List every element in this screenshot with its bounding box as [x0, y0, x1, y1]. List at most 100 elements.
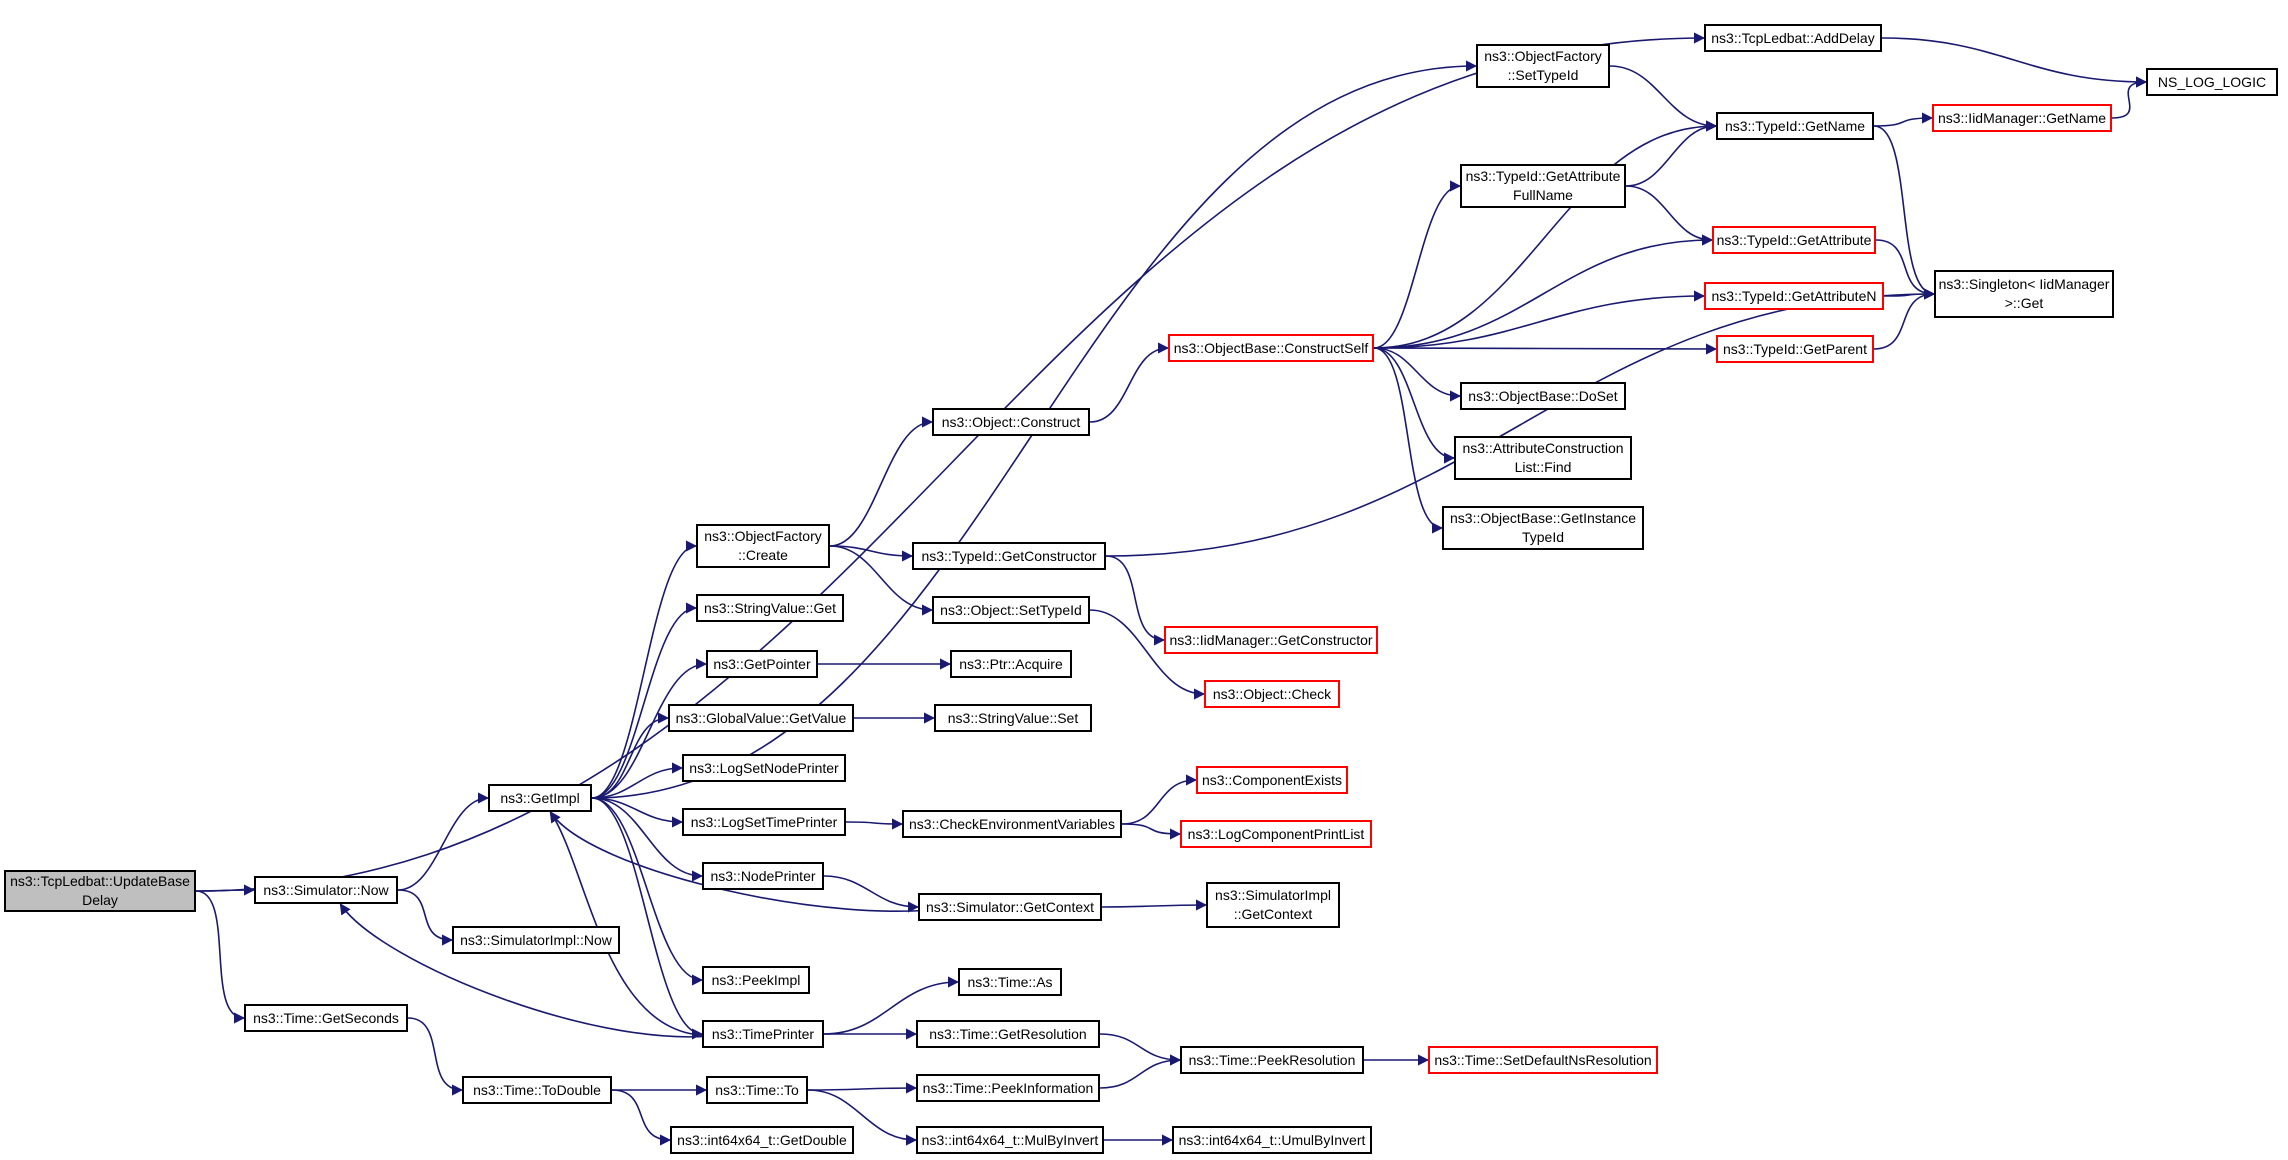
node-objsettypeid[interactable]: ns3::Object::SetTypeId [932, 596, 1090, 624]
edge-timegetres-to-peekres [1099, 1033, 1182, 1066]
node-objfactsettypeid[interactable]: ns3::ObjectFactory ::SetTypeId [1476, 44, 1610, 88]
node-singletonget[interactable]: ns3::Singleton< IidManager >::Get [1934, 270, 2114, 318]
node-mulbyinvert[interactable]: ns3::int64x64_t::MulByInvert [916, 1126, 1104, 1154]
node-tidgetparent[interactable]: ns3::TypeId::GetParent [1716, 335, 1874, 363]
node-tidgetattr[interactable]: ns3::TypeId::GetAttribute [1712, 226, 1876, 254]
edge-nodeprinter-to-simgetcontext [823, 875, 920, 913]
edge-getimpl-to-peekimpl [591, 797, 704, 986]
node-tidgetconstructor[interactable]: ns3::TypeId::GetConstructor [912, 542, 1106, 570]
node-constructself[interactable]: ns3::ObjectBase::ConstructSelf [1168, 334, 1374, 362]
node-attrconstfind[interactable]: ns3::AttributeConstruction List::Find [1454, 436, 1632, 480]
node-getseconds[interactable]: ns3::Time::GetSeconds [244, 1004, 408, 1032]
node-timeas[interactable]: ns3::Time::As [958, 968, 1062, 996]
edge-constructself-to-tidgetname [1373, 120, 1718, 349]
node-objconstruct[interactable]: ns3::Object::Construct [932, 408, 1090, 436]
edge-ofcreate-to-objconstruct [829, 416, 934, 547]
edge-simnow-to-getimpl [397, 792, 490, 891]
node-svget[interactable]: ns3::StringValue::Get [696, 594, 844, 622]
node-objcheck[interactable]: ns3::Object::Check [1204, 680, 1340, 708]
node-timeprinter[interactable]: ns3::TimePrinter [702, 1020, 824, 1048]
node-simgetcontext[interactable]: ns3::Simulator::GetContext [918, 893, 1102, 921]
edge-timeto-to-peekinfo [807, 1082, 918, 1094]
node-simimplnow[interactable]: ns3::SimulatorImpl::Now [452, 926, 620, 954]
node-tidgetattrn[interactable]: ns3::TypeId::GetAttributeN [1704, 282, 1884, 310]
edge-logtimeprinter-to-checkenv [845, 818, 904, 830]
node-ofcreate[interactable]: ns3::ObjectFactory ::Create [696, 524, 830, 568]
node-peekimpl[interactable]: ns3::PeekImpl [702, 966, 810, 994]
edge-simnow-to-simimplnow [397, 889, 454, 946]
edge-tidgetconstructor-to-iidgetconstructor [1105, 555, 1166, 646]
node-svset[interactable]: ns3::StringValue::Set [934, 704, 1092, 732]
edge-constructself-to-tidgetattrfull [1373, 180, 1462, 349]
node-setdefaultres[interactable]: ns3::Time::SetDefaultNsResolution [1428, 1046, 1658, 1074]
edge-getimpl-to-svget [591, 602, 698, 799]
edge-checkenv-to-logcompprint [1121, 823, 1182, 840]
edge-timeprinter-to-timeas [823, 976, 960, 1035]
edge-getimpl-to-timeprinter [591, 797, 704, 1040]
edge-getimpl-to-lognodeprinter [591, 762, 684, 799]
node-root[interactable]: ns3::TcpLedbat::UpdateBase Delay [4, 870, 196, 912]
edge-root-to-simnow [195, 884, 256, 896]
edge-adddelay-to-nslog [1881, 37, 2148, 88]
node-getpointer[interactable]: ns3::GetPointer [706, 650, 818, 678]
node-logcompprint[interactable]: ns3::LogComponentPrintList [1180, 820, 1372, 848]
edge-tidgetattr-to-singletonget [1875, 239, 1936, 300]
node-todouble[interactable]: ns3::Time::ToDouble [462, 1076, 612, 1104]
node-timeto[interactable]: ns3::Time::To [706, 1076, 808, 1104]
edge-objsettypeid-to-objcheck [1089, 609, 1206, 700]
node-tidgetattrfull[interactable]: ns3::TypeId::GetAttribute FullName [1460, 164, 1626, 208]
edge-timeprinter-to-getimpl [549, 811, 727, 1037]
edge-checkenv-to-compexists [1121, 774, 1198, 825]
edge-todouble-to-getdouble [611, 1089, 672, 1146]
node-simimplgetcontext[interactable]: ns3::SimulatorImpl ::GetContext [1206, 882, 1340, 928]
edge-tidgetname-to-iidgetname [1873, 112, 1934, 127]
edge-ofcreate-to-objsettypeid [829, 545, 934, 616]
edge-timeto-to-mulbyinvert [807, 1089, 918, 1146]
edge-constructself-to-attrconstfind [1373, 347, 1456, 464]
edge-constructself-to-tidgetattrn [1373, 290, 1706, 349]
node-simnow[interactable]: ns3::Simulator::Now [254, 876, 398, 904]
edge-getimpl-to-gvgetvalue [591, 712, 670, 799]
edge-tidgetattrfull-to-tidgetattr [1625, 185, 1714, 246]
node-tidgetname[interactable]: ns3::TypeId::GetName [1716, 112, 1874, 140]
edge-root-to-adddelay [195, 32, 1706, 892]
edge-ofcreate-to-tidgetconstructor [829, 545, 914, 562]
edge-tidgetattrfull-to-tidgetname [1625, 120, 1718, 187]
edge-tidgetattrn-to-singletonget [1883, 288, 1936, 300]
node-obdoset[interactable]: ns3::ObjectBase::DoSet [1460, 382, 1626, 410]
node-peekres[interactable]: ns3::Time::PeekResolution [1180, 1046, 1364, 1074]
edge-objfactsettypeid-to-tidgetname [1609, 65, 1718, 132]
node-obgetinstance[interactable]: ns3::ObjectBase::GetInstance TypeId [1442, 506, 1644, 550]
edge-timeprinter-to-simnow [339, 903, 727, 1038]
edge-iidgetname-to-nslog [2111, 76, 2148, 119]
edge-tidgetname-to-singletonget [1873, 125, 1936, 300]
edge-constructself-to-obgetinstance [1373, 347, 1444, 534]
node-checkenv[interactable]: ns3::CheckEnvironmentVariables [902, 810, 1122, 838]
edge-getimpl-to-ofcreate [591, 540, 698, 799]
node-iidgetconstructor[interactable]: ns3::IidManager::GetConstructor [1164, 626, 1378, 654]
edge-root-to-getseconds [195, 890, 246, 1024]
node-nslog[interactable]: NS_LOG_LOGIC [2146, 68, 2278, 96]
edge-simgetcontext-to-simimplgetcontext [1101, 899, 1208, 911]
node-adddelay[interactable]: ns3::TcpLedbat::AddDelay [1704, 24, 1882, 52]
node-getdouble[interactable]: ns3::int64x64_t::GetDouble [670, 1126, 854, 1154]
node-gvgetvalue[interactable]: ns3::GlobalValue::GetValue [668, 704, 854, 732]
node-timegetres[interactable]: ns3::Time::GetResolution [916, 1020, 1100, 1048]
node-getimpl[interactable]: ns3::GetImpl [488, 784, 592, 812]
node-iidgetname[interactable]: ns3::IidManager::GetName [1932, 104, 2112, 132]
edge-constructself-to-tidgetparent [1373, 343, 1718, 355]
edge-tidgetparent-to-singletonget [1873, 288, 1936, 350]
edge-getimpl-to-logtimeprinter [591, 797, 684, 828]
node-ptracquire[interactable]: ns3::Ptr::Acquire [950, 650, 1072, 678]
node-logtimeprinter[interactable]: ns3::LogSetTimePrinter [682, 808, 846, 836]
node-lognodeprinter[interactable]: ns3::LogSetNodePrinter [682, 754, 846, 782]
node-nodeprinter[interactable]: ns3::NodePrinter [702, 862, 824, 890]
edge-peekinfo-to-peekres [1099, 1054, 1182, 1089]
node-umulbyinvert[interactable]: ns3::int64x64_t::UmulByInvert [1172, 1126, 1372, 1154]
node-compexists[interactable]: ns3::ComponentExists [1196, 766, 1348, 794]
edge-constructself-to-obdoset [1373, 347, 1462, 402]
edge-objconstruct-to-constructself [1089, 342, 1170, 423]
node-peekinfo[interactable]: ns3::Time::PeekInformation [916, 1074, 1100, 1102]
